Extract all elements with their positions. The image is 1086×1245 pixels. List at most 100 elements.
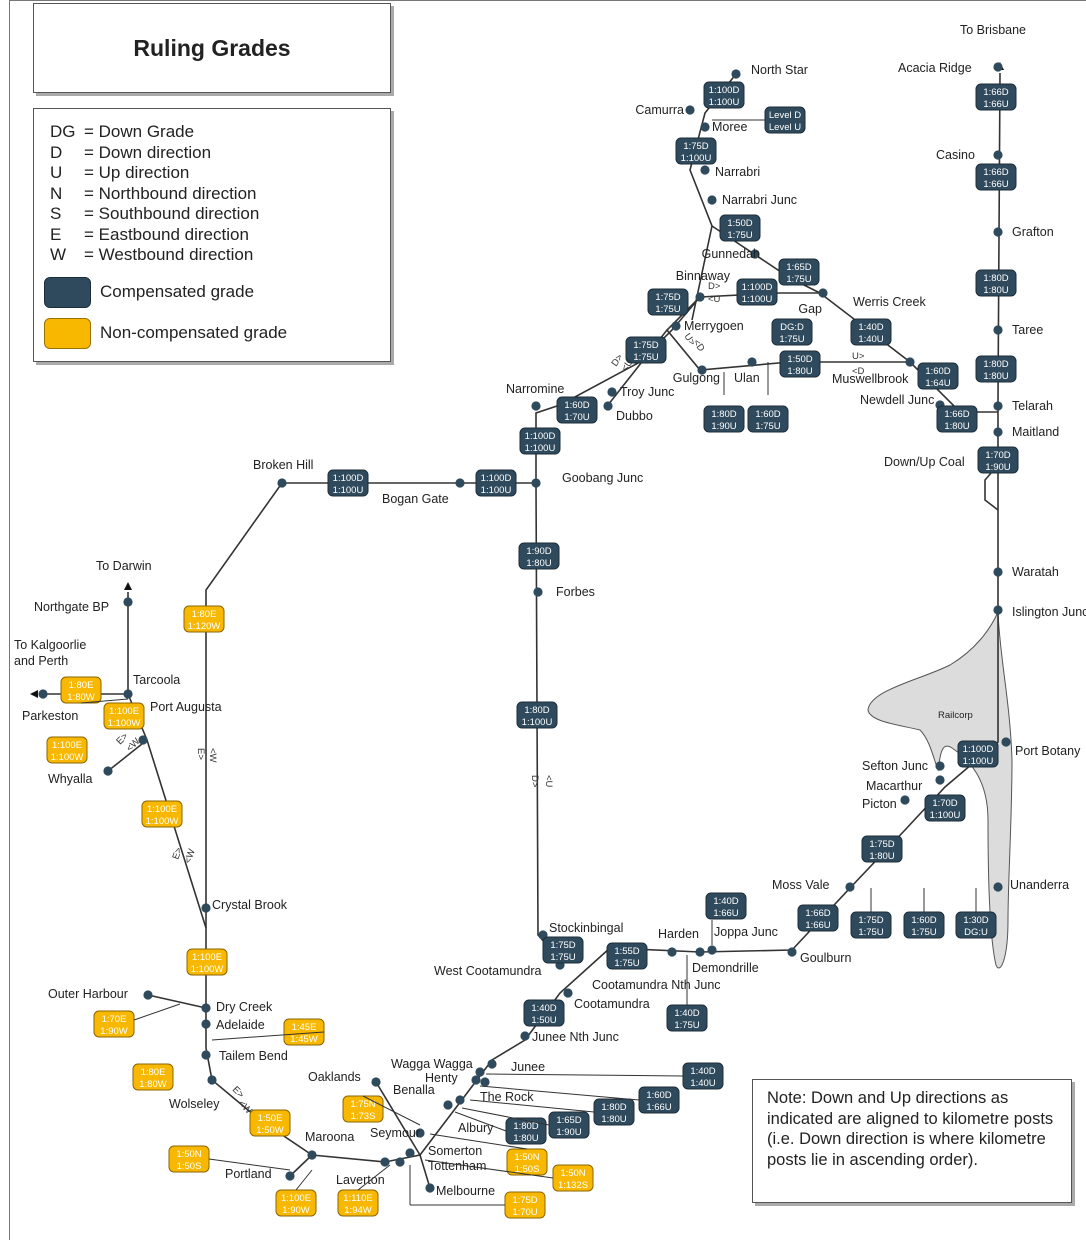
grade-line: Level U	[769, 122, 801, 133]
station-waratah	[993, 567, 1003, 577]
grade-pointer	[80, 698, 129, 704]
grade-line: 1:100E	[52, 740, 82, 751]
grade-line: 1:80U	[983, 285, 1008, 296]
grade-line: 1:90W	[100, 1026, 127, 1037]
grade-line: 1:100E	[281, 1193, 311, 1204]
grade-line: 1:40D	[674, 1008, 699, 1019]
grade-line: 1:60D	[755, 409, 780, 420]
grade-line: 1:75N	[350, 1099, 375, 1110]
grade-line: 1:70E	[102, 1014, 127, 1025]
grade-line: 1:80E	[141, 1067, 166, 1078]
grade-line: 1:80D	[711, 409, 736, 420]
station-northgate-bp	[123, 597, 133, 607]
station-label: Camurra	[635, 103, 684, 117]
compensated-grade-box: DG:D1:75U	[771, 318, 813, 346]
grade-line: 1:40U	[690, 1078, 715, 1089]
direction-mark: E>	[195, 748, 206, 760]
legend-text: = Down direction	[84, 143, 212, 162]
grade-pointer	[479, 1085, 640, 1101]
direction-mark: E>	[170, 846, 185, 861]
station-label: Broken Hill	[253, 458, 313, 472]
station-label: Joppa Junc	[714, 925, 778, 939]
station-label: Werris Creek	[853, 295, 926, 309]
legend-line: DG= Down Grade	[50, 122, 194, 142]
station-label: Seymour	[370, 1126, 420, 1140]
station-label: Acacia Ridge	[898, 61, 972, 75]
rail-line	[375, 1081, 421, 1156]
grade-line: 1:55D	[614, 946, 639, 957]
non-compensated-swatch	[44, 318, 91, 349]
grade-line: 1:75D	[683, 141, 708, 152]
station-label: Portland	[225, 1167, 272, 1181]
direction-mark: D>	[529, 775, 540, 788]
rail-line	[127, 72, 1001, 1163]
grade-line: 1:75D	[512, 1195, 537, 1206]
station-grafton	[993, 227, 1003, 237]
grade-line: 1:75U	[614, 958, 639, 969]
station-label: Cootamundra Nth Junc	[592, 978, 721, 992]
station-label: Goulburn	[800, 951, 851, 965]
grade-line: 1:40D	[690, 1066, 715, 1077]
grade-line: 1:80D	[601, 1102, 626, 1113]
grade-line: 1:100D	[963, 744, 994, 755]
grade-pointer	[485, 1073, 684, 1077]
direction-mark: <U	[708, 294, 721, 305]
grade-line: DG:U	[964, 927, 988, 938]
station-label: Junee Nth Junc	[532, 1030, 619, 1044]
grade-line: 1:100U	[681, 153, 712, 164]
grade-line: 1:100E	[147, 804, 177, 815]
grade-line: 1:100U	[709, 97, 740, 108]
grade-line: 1:100W	[51, 752, 84, 763]
grade-line: 1:80U	[513, 1133, 538, 1144]
station-label: Oaklands	[308, 1070, 361, 1084]
station-narrabri-junc	[707, 195, 717, 205]
station-taree	[993, 325, 1003, 335]
station-henty	[471, 1075, 481, 1085]
grade-line: 1:60D	[646, 1090, 671, 1101]
station-label: Northgate BP	[34, 600, 109, 614]
railcorp-area	[867, 611, 1013, 969]
grade-line: 1:66U	[805, 920, 830, 931]
station-parkeston	[38, 689, 48, 699]
station-benalla	[443, 1100, 453, 1110]
grade-line: 1:100D	[525, 431, 556, 442]
station-label: The Rock	[480, 1090, 534, 1104]
grade-pointer	[208, 1158, 291, 1171]
station-gunnedah	[750, 249, 760, 259]
legend-text: = Up direction	[84, 163, 190, 182]
station-tailem-bend	[201, 1050, 211, 1060]
station-goulburn	[787, 947, 797, 957]
station-label: Picton	[862, 797, 897, 811]
grade-line: 1:90W	[282, 1205, 309, 1216]
grade-pointer	[454, 1111, 507, 1132]
station-label: North Star	[751, 63, 808, 77]
legend-compensated-label: Compensated grade	[100, 282, 255, 301]
station-label: Wolseley	[169, 1097, 220, 1111]
compensated-swatch	[44, 277, 91, 308]
station-label: Port Augusta	[150, 700, 222, 714]
arrow-icon	[30, 690, 38, 698]
page-title: Ruling Grades	[33, 3, 391, 93]
station-label: Cootamundra	[574, 997, 650, 1011]
grade-line: Level D	[769, 110, 801, 121]
grade-line: 1:70U	[564, 412, 589, 423]
note-box: Note: Down and Up directions as indicate…	[752, 1079, 1072, 1203]
legend-abbr: W	[50, 245, 67, 264]
grade-line: 1:40D	[858, 322, 883, 333]
grade-line: 1:100U	[481, 485, 512, 496]
grade-pointer	[424, 1159, 554, 1179]
legend-abbr: U	[50, 163, 63, 182]
grade-line: 1:60D	[925, 366, 950, 377]
